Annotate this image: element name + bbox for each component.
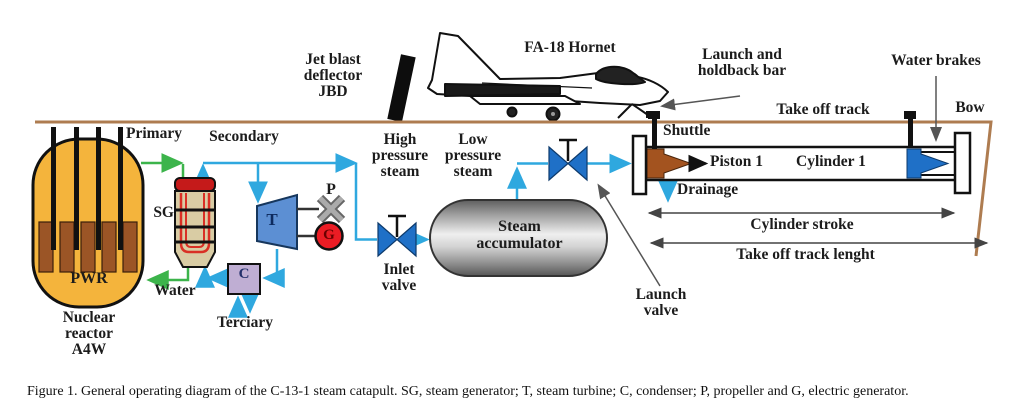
shuttle-bar bbox=[648, 111, 660, 149]
label-sg: SG bbox=[153, 204, 174, 221]
condenser-shape bbox=[227, 263, 261, 295]
label-propeller-p: P bbox=[326, 181, 336, 198]
figure-caption: Figure 1. General operating diagram of t… bbox=[27, 384, 909, 399]
label-inlet-valve: Inlet valve bbox=[381, 261, 417, 295]
label-piston-1: Piston 1 bbox=[710, 153, 763, 170]
annotation-arrows bbox=[597, 76, 942, 287]
launch-valve-icon bbox=[548, 138, 588, 182]
label-take-off-track: Take off track bbox=[776, 101, 870, 118]
sg-utube-outer bbox=[179, 193, 211, 254]
label-cylinder-stroke: Cylinder stroke bbox=[750, 216, 854, 233]
water-brake-post bbox=[904, 111, 916, 148]
label-water: Water bbox=[154, 282, 196, 299]
label-cylinder-1: Cylinder 1 bbox=[796, 153, 866, 170]
catapult-assembly bbox=[631, 111, 972, 196]
cylinder-body bbox=[644, 145, 959, 182]
label-water-brakes: Water brakes bbox=[891, 52, 981, 69]
dimension-arrows bbox=[647, 207, 989, 249]
primary-loop-pipes bbox=[141, 153, 190, 290]
aircraft-flap bbox=[469, 95, 581, 105]
fuel-rods bbox=[38, 221, 138, 273]
label-terciary: Terciary bbox=[217, 314, 273, 331]
label-generator-g: G bbox=[323, 227, 335, 243]
label-pwr: PWR bbox=[70, 270, 108, 287]
holdback-pointer bbox=[660, 95, 741, 111]
label-holdback: Launch and holdback bar bbox=[697, 46, 787, 80]
control-rods bbox=[51, 127, 123, 250]
label-jbd: Jet blast deflector JBD bbox=[303, 51, 363, 101]
generator-shape bbox=[314, 221, 344, 251]
nose-gear-strut-a bbox=[617, 103, 633, 119]
nuclear-reactor bbox=[31, 127, 145, 309]
label-shuttle: Shuttle bbox=[663, 122, 711, 139]
launch-valve-pointer bbox=[597, 183, 661, 287]
fa18-aircraft-silhouette bbox=[427, 32, 669, 122]
main-wheel-hub bbox=[551, 112, 555, 116]
rear-wheel bbox=[506, 106, 518, 118]
label-secondary: Secondary bbox=[209, 128, 279, 145]
label-turbine-t: T bbox=[266, 210, 278, 229]
aircraft-canopy bbox=[595, 65, 646, 86]
label-condenser-c: C bbox=[238, 266, 250, 282]
label-aircraft: FA-18 Hornet bbox=[524, 39, 616, 56]
sg-cap bbox=[174, 177, 216, 192]
steam-pipes bbox=[193, 153, 678, 318]
piston-1-shape bbox=[646, 148, 693, 179]
label-track-length: Take off track lenght bbox=[736, 246, 875, 263]
inlet-valve-icon bbox=[377, 214, 417, 258]
nose-gear-strut-b bbox=[631, 103, 649, 116]
label-bow: Bow bbox=[955, 99, 985, 116]
steam-accumulator-shape bbox=[429, 199, 608, 277]
label-launch-valve: Launch valve bbox=[635, 286, 687, 320]
jbd-panel bbox=[387, 54, 416, 122]
label-reactor-name: Nuclear reactor A4W bbox=[62, 309, 116, 359]
turbine-shape bbox=[256, 193, 298, 251]
label-steam-accumulator: Steam accumulator bbox=[476, 218, 563, 252]
propeller-icon bbox=[316, 194, 346, 224]
label-high-pressure-steam: High pressure steam bbox=[371, 131, 429, 181]
sg-bands bbox=[176, 208, 214, 244]
aircraft-wing-line bbox=[481, 82, 593, 89]
left-flange bbox=[631, 134, 648, 196]
label-primary: Primary bbox=[126, 125, 182, 142]
steam-generator bbox=[174, 177, 216, 268]
right-flange bbox=[953, 131, 972, 195]
label-drainage: Drainage bbox=[677, 181, 739, 198]
deck-line bbox=[35, 120, 993, 257]
label-low-pressure-steam: Low pressure steam bbox=[444, 131, 502, 181]
water-brake-piston-shape bbox=[906, 148, 950, 179]
